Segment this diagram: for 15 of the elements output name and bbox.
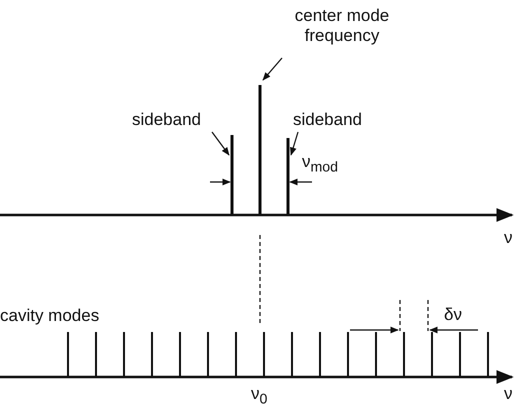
spectral-line <box>286 138 290 215</box>
axis-label: ν <box>504 228 512 248</box>
label: cavity modes <box>0 306 100 326</box>
callout-label: center mode frequency <box>292 6 392 46</box>
spectral-line <box>230 135 234 215</box>
spectral-line <box>258 85 262 215</box>
symbol-label: ν$_{mod}$ <box>302 152 338 176</box>
symbol-label: ν$_{0}$ <box>251 384 268 405</box>
axis-label: ν <box>504 384 512 404</box>
callout-label: sideband <box>293 110 362 130</box>
leader-line <box>212 132 230 156</box>
callout-label: sideband <box>132 110 202 130</box>
leader-line <box>262 58 282 81</box>
symbol-label: δν <box>444 305 462 325</box>
leader-line <box>290 132 299 156</box>
